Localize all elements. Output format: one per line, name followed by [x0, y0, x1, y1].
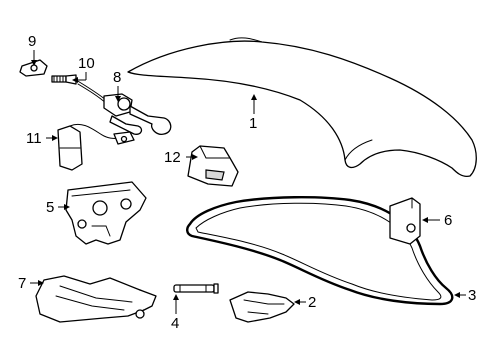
leader-lines	[30, 50, 466, 314]
callout-6: 6	[444, 212, 452, 229]
release-handle-part-11	[57, 123, 135, 171]
switch-part-12	[187, 145, 239, 187]
callout-12: 12	[164, 149, 181, 166]
callout-8: 8	[113, 69, 121, 86]
callout-2: 2	[308, 294, 316, 311]
latch-part-5	[65, 181, 147, 245]
bolt-part-10	[51, 74, 77, 85]
callout-9: 9	[28, 33, 36, 50]
bracket-part-6	[389, 197, 421, 245]
callout-3: 3	[468, 287, 476, 304]
callout-5: 5	[46, 199, 54, 216]
callout-7: 7	[18, 275, 26, 292]
bumper-part-2	[229, 291, 295, 323]
callout-4: 4	[171, 315, 179, 332]
callout-11: 11	[26, 130, 42, 147]
trunk-lid	[127, 37, 477, 178]
pin-part-4	[173, 283, 219, 294]
callout-1: 1	[249, 115, 257, 132]
lock-cylinder-part-8	[75, 79, 172, 135]
weatherstrip-part-3	[186, 196, 454, 306]
callout-labels: 9 10 8 1 11 12 5 6 7 4 2 3	[18, 33, 476, 332]
callout-10: 10	[78, 55, 95, 72]
cover-part-7	[35, 275, 157, 323]
